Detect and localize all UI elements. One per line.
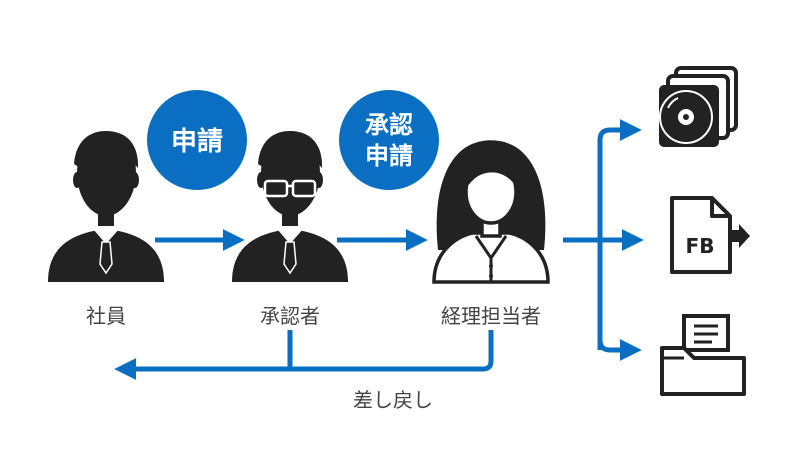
cd-disc-icon	[659, 66, 738, 147]
request-badge: 申請	[147, 90, 247, 190]
approve-badge-line1: 承認	[365, 111, 413, 139]
fb-file-export-icon: FB	[670, 196, 750, 274]
approve-badge-line2: 申請	[365, 142, 413, 170]
return-arrow	[114, 330, 494, 381]
accountant-person-icon	[432, 140, 550, 284]
printer-icon	[660, 314, 746, 396]
approver-label: 承認者	[260, 304, 320, 328]
glasses-icon	[263, 179, 317, 198]
return-label: 差し戻し	[353, 388, 433, 412]
branch-arrows	[563, 118, 644, 362]
request-badge-label: 申請	[171, 126, 223, 157]
approve-request-badge: 承認 申請	[339, 90, 439, 190]
employee-person-icon	[48, 131, 164, 282]
accountant-label: 経理担当者	[441, 304, 541, 328]
approver-person-icon	[232, 131, 348, 282]
fb-label: FB	[686, 234, 715, 258]
employee-label: 社員	[86, 304, 126, 328]
